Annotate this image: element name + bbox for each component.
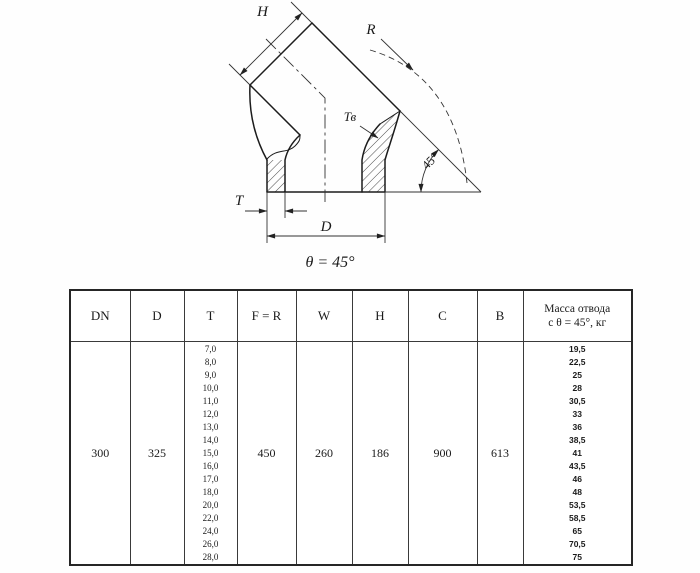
list-value: 24,0 (202, 526, 219, 536)
dim-label-h: H (256, 4, 269, 20)
list-value: 28,0 (202, 552, 219, 562)
cell-mass-values: 19,5 22,5 25 28 30,5 33 36 38,5 41 43,5 46 48 53,5 58… (522, 341, 633, 566)
list-value: 38,5 (568, 435, 586, 445)
mass-header-line2: с θ = 45°, кг (548, 317, 607, 329)
list-value: 65 (572, 526, 582, 536)
dim-label-angle-45: 45° (419, 150, 441, 172)
list-value: 16,0 (202, 461, 219, 471)
cell-fr: 450 (236, 341, 297, 566)
cell-c: 900 (407, 341, 478, 566)
list-value: 13,0 (202, 422, 219, 432)
list-value: 9,0 (204, 370, 217, 380)
dimensions-table: DN D T F = R W H C B Масса отвода с θ = … (69, 289, 633, 566)
col-header-d: D (129, 289, 185, 342)
col-header-w: W (295, 289, 353, 342)
list-value: 26,0 (202, 539, 219, 549)
cell-d: 325 (129, 341, 185, 566)
list-value: 53,5 (568, 500, 586, 510)
list-value: 8,0 (204, 357, 217, 367)
list-value: 28 (572, 383, 582, 393)
list-value: 58,5 (568, 513, 586, 523)
list-value: 17,0 (202, 474, 219, 484)
mass-header-line1: Масса отвода (544, 303, 611, 315)
cell-b: 613 (476, 341, 524, 566)
list-value: 25 (572, 370, 582, 380)
col-header-dn: DN (69, 289, 131, 342)
list-value: 41 (572, 448, 582, 458)
list-value: 75 (572, 552, 582, 562)
list-value: 19,5 (568, 344, 586, 354)
list-value: 43,5 (568, 461, 586, 471)
dim-label-r: R (365, 22, 375, 38)
elbow-diagram-container: H R Тв 45° T D θ = 45° (0, 0, 700, 285)
dim-label-tv: Тв (344, 109, 357, 124)
list-value: 33 (572, 409, 582, 419)
list-value: 11,0 (202, 396, 219, 406)
list-value: 15,0 (202, 448, 219, 458)
cell-t-values: 7,0 8,0 9,0 10,0 11,0 12,0 13,0 14,0 15,0 16,0 17,… (183, 341, 238, 566)
table-header-row: DN D T F = R W H C B Масса отвода с θ = … (69, 289, 633, 342)
section-hatching (267, 111, 400, 192)
list-value: 22,5 (568, 357, 586, 367)
list-value: 14,0 (202, 435, 219, 445)
dim-label-t: T (235, 193, 245, 209)
table-data-row: 300 325 7,0 8,0 9,0 10,0 11,0 12,0 13,0 14,0 15,… (69, 341, 633, 566)
cell-w: 260 (295, 341, 353, 566)
dim-label-d: D (320, 219, 332, 235)
col-header-fr: F = R (236, 289, 297, 342)
col-header-c: C (407, 289, 478, 342)
elbow-diagram: H R Тв 45° T D θ = 45° (228, 1, 482, 271)
col-header-h: H (351, 289, 409, 342)
list-value: 48 (572, 487, 582, 497)
list-value: 36 (572, 422, 582, 432)
cell-h: 186 (351, 341, 409, 566)
list-value: 30,5 (568, 396, 586, 406)
col-header-t: T (183, 289, 238, 342)
list-value: 70,5 (568, 539, 586, 549)
dimension-lines (228, 1, 482, 243)
col-header-b: B (476, 289, 524, 342)
cell-dn: 300 (69, 341, 131, 566)
list-value: 20,0 (202, 500, 219, 510)
list-value: 12,0 (202, 409, 219, 419)
list-value: 46 (572, 474, 582, 484)
caption-theta: θ = 45° (305, 254, 355, 271)
list-value: 22,0 (202, 513, 219, 523)
list-value: 18,0 (202, 487, 219, 497)
list-value: 10,0 (202, 383, 219, 393)
col-header-mass: Масса отвода с θ = 45°, кг (522, 289, 633, 342)
list-value: 7,0 (204, 344, 217, 354)
